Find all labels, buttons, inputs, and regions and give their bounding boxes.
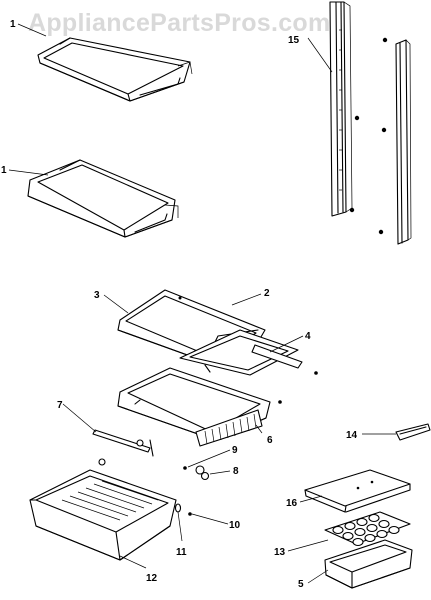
callout-1b: 1 <box>1 165 7 176</box>
callout-16: 16 <box>286 498 298 509</box>
callout-12: 12 <box>146 573 158 584</box>
callout-5: 5 <box>298 579 304 590</box>
callout-8: 8 <box>233 466 239 477</box>
callout-15: 15 <box>288 35 300 46</box>
callout-labels: 1 1 15 2 3 4 6 7 9 8 10 11 12 13 14 16 5 <box>1 19 358 590</box>
shelf-top <box>37 37 193 102</box>
callout-7: 7 <box>57 400 63 411</box>
crisper-frame <box>117 367 282 447</box>
callout-14: 14 <box>346 430 358 441</box>
callout-9: 9 <box>232 445 238 456</box>
callout-6: 6 <box>267 435 273 446</box>
watermark-logo: AppliancePartsPros.com <box>28 9 331 37</box>
crisper-slide <box>92 429 154 466</box>
small-hardware <box>174 465 210 516</box>
callout-2: 2 <box>264 288 270 299</box>
callout-3: 3 <box>94 290 100 301</box>
callout-11: 11 <box>176 547 187 558</box>
callout-13: 13 <box>274 547 286 558</box>
crisper-pan <box>29 469 177 561</box>
shelf-rails <box>329 1 412 245</box>
shelf-middle <box>27 159 179 238</box>
callout-10: 10 <box>229 520 241 531</box>
crisper-cover-support <box>179 329 318 376</box>
leader-lines <box>8 23 396 584</box>
callout-4: 4 <box>305 331 311 342</box>
callout-1a: 1 <box>10 19 16 30</box>
egg-storage <box>304 469 413 589</box>
dairy-door-tray <box>395 423 431 441</box>
